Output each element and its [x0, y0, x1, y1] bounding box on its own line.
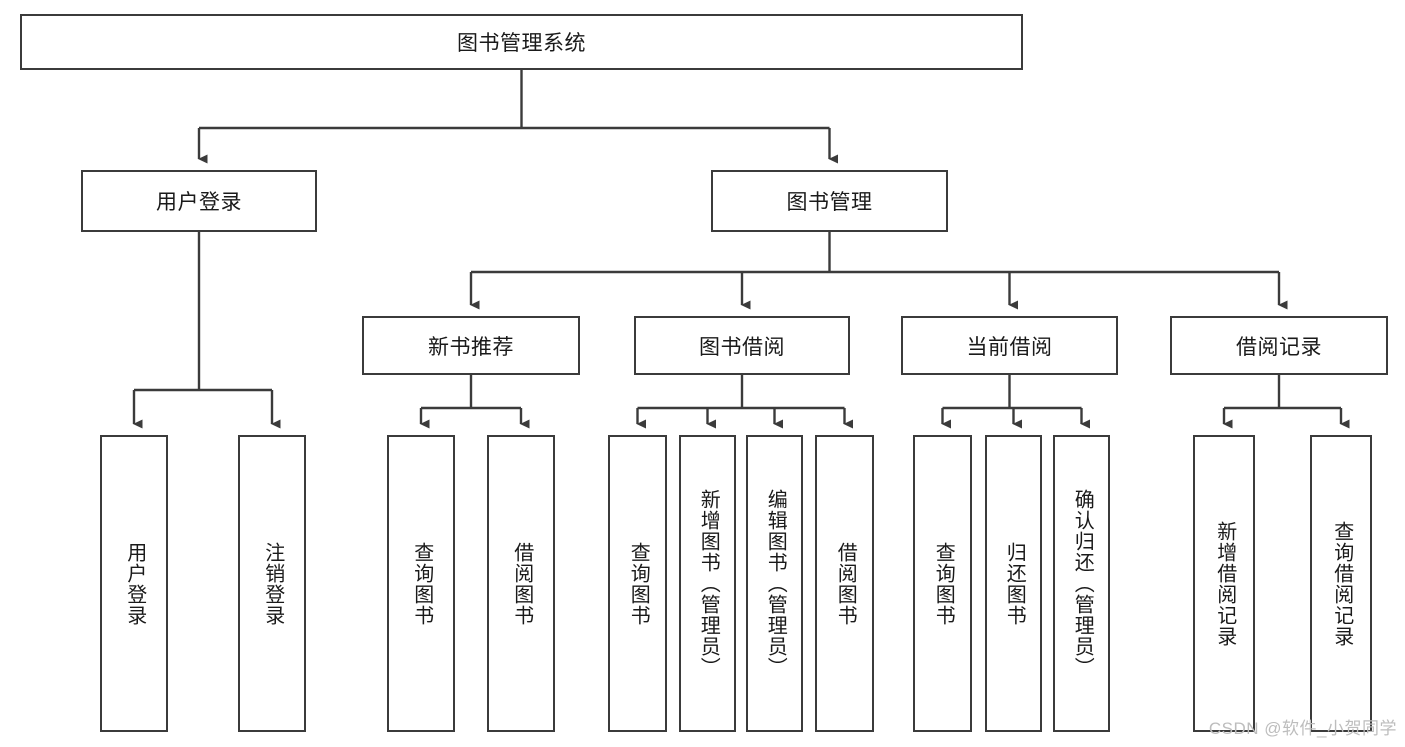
- node-leaf-query-book-rec[interactable]: 查询图书: [387, 435, 455, 732]
- node-label: 查询图书: [627, 541, 650, 626]
- node-leaf-return-book[interactable]: 归还图书: [985, 435, 1042, 732]
- node-label: 用户登录: [123, 541, 146, 626]
- node-label: 新书推荐: [428, 335, 514, 359]
- node-label: 新增图书（管理员）: [697, 489, 720, 678]
- node-label: 用户登录: [156, 191, 242, 214]
- node-leaf-query-book[interactable]: 查询图书: [608, 435, 667, 732]
- node-label: 图书借阅: [699, 335, 785, 359]
- node-label: 当前借阅: [966, 335, 1053, 359]
- node-leaf-add-record[interactable]: 新增借阅记录: [1193, 435, 1255, 732]
- node-label: 确认归还（管理员）: [1071, 489, 1094, 678]
- node-label: 查询图书: [410, 541, 433, 626]
- node-book-borrow[interactable]: 图书借阅: [634, 316, 850, 375]
- node-current-borrow[interactable]: 当前借阅: [901, 316, 1118, 375]
- node-book-manage[interactable]: 图书管理: [711, 170, 948, 232]
- node-leaf-query-record[interactable]: 查询借阅记录: [1310, 435, 1372, 732]
- node-leaf-edit-book[interactable]: 编辑图书（管理员）: [746, 435, 803, 732]
- node-label: 查询借阅记录: [1330, 520, 1353, 647]
- node-label: 归还图书: [1003, 541, 1026, 626]
- node-label: 查询图书: [932, 541, 955, 626]
- node-label: 图书管理系统: [457, 32, 586, 55]
- node-leaf-user-logout[interactable]: 注销登录: [238, 435, 306, 732]
- node-leaf-borrow-book[interactable]: 借阅图书: [815, 435, 874, 732]
- node-label: 借阅记录: [1236, 335, 1322, 359]
- node-new-book-rec[interactable]: 新书推荐: [362, 316, 580, 375]
- node-leaf-borrow-book-rec[interactable]: 借阅图书: [487, 435, 555, 732]
- node-leaf-confirm-return[interactable]: 确认归还（管理员）: [1053, 435, 1110, 732]
- node-leaf-add-book[interactable]: 新增图书（管理员）: [679, 435, 736, 732]
- node-borrow-record[interactable]: 借阅记录: [1170, 316, 1388, 375]
- node-label: 借阅图书: [834, 541, 857, 626]
- node-leaf-query-book-cur[interactable]: 查询图书: [913, 435, 972, 732]
- node-label: 图书管理: [786, 191, 873, 214]
- node-label: 注销登录: [261, 541, 284, 626]
- node-root[interactable]: 图书管理系统: [20, 14, 1023, 70]
- node-user-login[interactable]: 用户登录: [81, 170, 317, 232]
- node-label: 借阅图书: [510, 541, 533, 626]
- node-leaf-user-login[interactable]: 用户登录: [100, 435, 168, 732]
- node-label: 新增借阅记录: [1213, 520, 1236, 647]
- watermark-label: CSDN @软件_小贺同学: [1208, 719, 1397, 738]
- node-label: 编辑图书（管理员）: [764, 489, 787, 678]
